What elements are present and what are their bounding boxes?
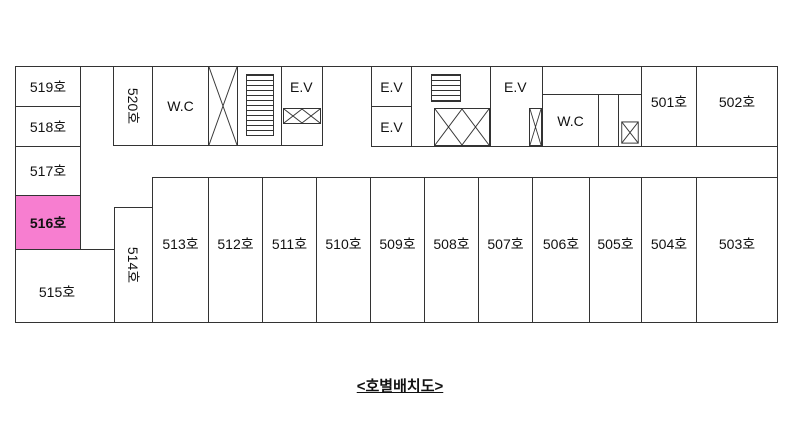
stairs-mid	[431, 74, 461, 102]
room-label: 513호	[162, 236, 199, 252]
restroom-label: W.C	[557, 112, 584, 129]
room-506[interactable]: 506호	[532, 177, 590, 323]
room-label: 503호	[718, 236, 756, 252]
room-502[interactable]: 502호	[696, 66, 778, 147]
room-label: 517호	[29, 163, 67, 179]
room-label: 520호	[125, 87, 141, 125]
shaft-x-mid	[434, 108, 490, 146]
room-516[interactable]: 516호	[15, 195, 81, 250]
shaft-x-box	[208, 66, 238, 146]
elevator-label: E.V	[504, 79, 527, 95]
room-label: 516호	[29, 214, 67, 231]
room-519[interactable]: 519호	[15, 66, 81, 107]
elevator-label: E.V	[290, 79, 313, 95]
elevator-mid-top[interactable]: E.V	[371, 66, 412, 107]
room-504[interactable]: 504호	[641, 177, 697, 323]
elevator-label: E.V	[380, 78, 403, 95]
room-label: 509호	[379, 236, 416, 252]
room-518[interactable]: 518호	[15, 106, 81, 147]
room-520[interactable]: 520호	[113, 66, 153, 146]
room-label: 514호	[125, 246, 142, 284]
room-517[interactable]: 517호	[15, 146, 81, 196]
room-501[interactable]: 501호	[641, 66, 697, 147]
room-507[interactable]: 507호	[478, 177, 533, 323]
room-label: 518호	[29, 118, 67, 135]
room-505[interactable]: 505호	[589, 177, 642, 323]
room-508[interactable]: 508호	[424, 177, 479, 323]
room-label: 519호	[29, 78, 67, 95]
room-label: 510호	[325, 236, 362, 252]
shaft-right	[598, 94, 619, 147]
elevator-left[interactable]	[281, 66, 323, 146]
room-label: 508호	[433, 236, 470, 252]
room-503[interactable]: 503호	[696, 177, 778, 323]
room-label: 512호	[217, 236, 254, 252]
room-511[interactable]: 511호	[262, 177, 317, 323]
room-label: 502호	[718, 93, 756, 110]
shaft-x-right	[618, 94, 642, 147]
room-514[interactable]: 514호	[114, 207, 153, 323]
room-512[interactable]: 512호	[208, 177, 263, 323]
elevator-door-x	[283, 108, 321, 124]
restroom-left[interactable]: W.C	[152, 66, 209, 146]
stairs-left	[246, 74, 274, 136]
plan-caption: <호별배치도>	[356, 378, 444, 395]
restroom-label: W.C	[167, 98, 194, 114]
room-510[interactable]: 510호	[316, 177, 371, 323]
room-label: 515호	[38, 284, 76, 300]
room-513[interactable]: 513호	[152, 177, 209, 323]
room-label: 505호	[597, 236, 634, 252]
room-label: 504호	[650, 236, 688, 252]
restroom-right[interactable]: W.C	[542, 94, 599, 147]
elevator-label: E.V	[380, 118, 403, 135]
elevator-mid-bottom[interactable]: E.V	[371, 106, 412, 147]
room-label: 507호	[487, 236, 524, 252]
elevator-door-x	[529, 108, 542, 146]
room-515[interactable]: 515호	[15, 249, 115, 323]
room-509[interactable]: 509호	[370, 177, 425, 323]
room-label: 506호	[542, 236, 580, 252]
room-label: 501호	[650, 93, 688, 110]
room-label: 511호	[271, 236, 308, 252]
